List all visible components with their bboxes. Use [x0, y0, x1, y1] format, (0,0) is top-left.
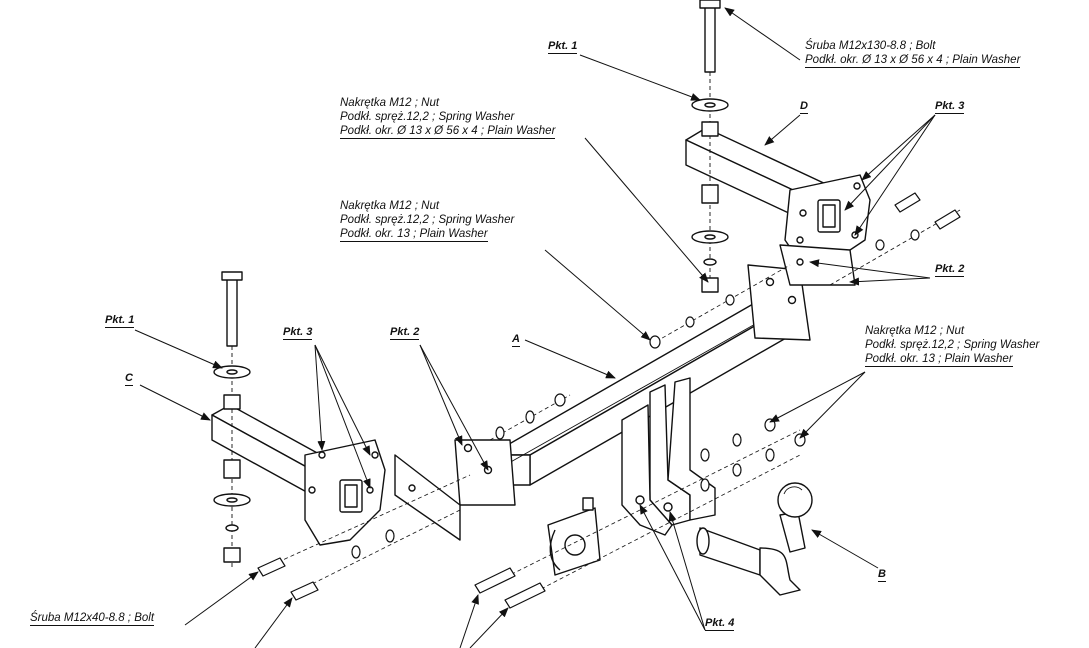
- label-nut-group1-spring: Podkł. spręż.12,2 ; Spring Washer: [340, 111, 515, 123]
- label-pkt3-right: Pkt. 3: [935, 100, 965, 114]
- label-nut-group1-washer: Podkł. okr. Ø 13 x Ø 56 x 4 ; Plain Wash…: [340, 125, 556, 139]
- label-pkt2-right: Pkt. 2: [935, 263, 965, 277]
- label-letter-c: C: [125, 372, 133, 386]
- label-bottom-bolt: Śruba M12x40-8.8 ; Bolt: [30, 612, 155, 626]
- bolt-stack-left: [213, 271, 251, 570]
- label-pkt2-left: Pkt. 2: [390, 326, 420, 340]
- label-pkt3-left: Pkt. 3: [283, 326, 313, 340]
- label-pkt1-top: Pkt. 1: [548, 40, 578, 54]
- tow-ball-b: [696, 482, 813, 596]
- label-nut-group3-spring: Podkł. spręż.12,2 ; Spring Washer: [865, 339, 1040, 351]
- label-pkt4: Pkt. 4: [705, 617, 735, 631]
- leader-lines: [134, 7, 936, 648]
- label-letter-d: D: [800, 100, 808, 114]
- label-nut-group3-washer: Podkł. okr. 13 ; Plain Washer: [865, 353, 1013, 367]
- label-top-washer: Podkł. okr. Ø 13 x Ø 56 x 4 ; Plain Wash…: [805, 54, 1021, 68]
- label-nut-group2-nut: Nakrętka M12 ; Nut: [340, 200, 440, 212]
- label-nut-group2-spring: Podkł. spręż.12,2 ; Spring Washer: [340, 214, 515, 226]
- left-bracket-c: [211, 404, 461, 546]
- label-pkt1-left: Pkt. 1: [105, 314, 135, 328]
- electric-socket-plate: [547, 497, 601, 576]
- label-nut-group2-washer: Podkł. okr. 13 ; Plain Washer: [340, 228, 488, 242]
- label-nut-group3-nut: Nakrętka M12 ; Nut: [865, 325, 965, 337]
- label-letter-b: B: [878, 568, 886, 582]
- label-top-bolt: Śruba M12x130-8.8 ; Bolt: [805, 40, 936, 52]
- label-letter-a: A: [512, 333, 520, 347]
- bolt-stack-top: [691, 0, 729, 293]
- label-nut-group1-nut: Nakrętka M12 ; Nut: [340, 97, 440, 109]
